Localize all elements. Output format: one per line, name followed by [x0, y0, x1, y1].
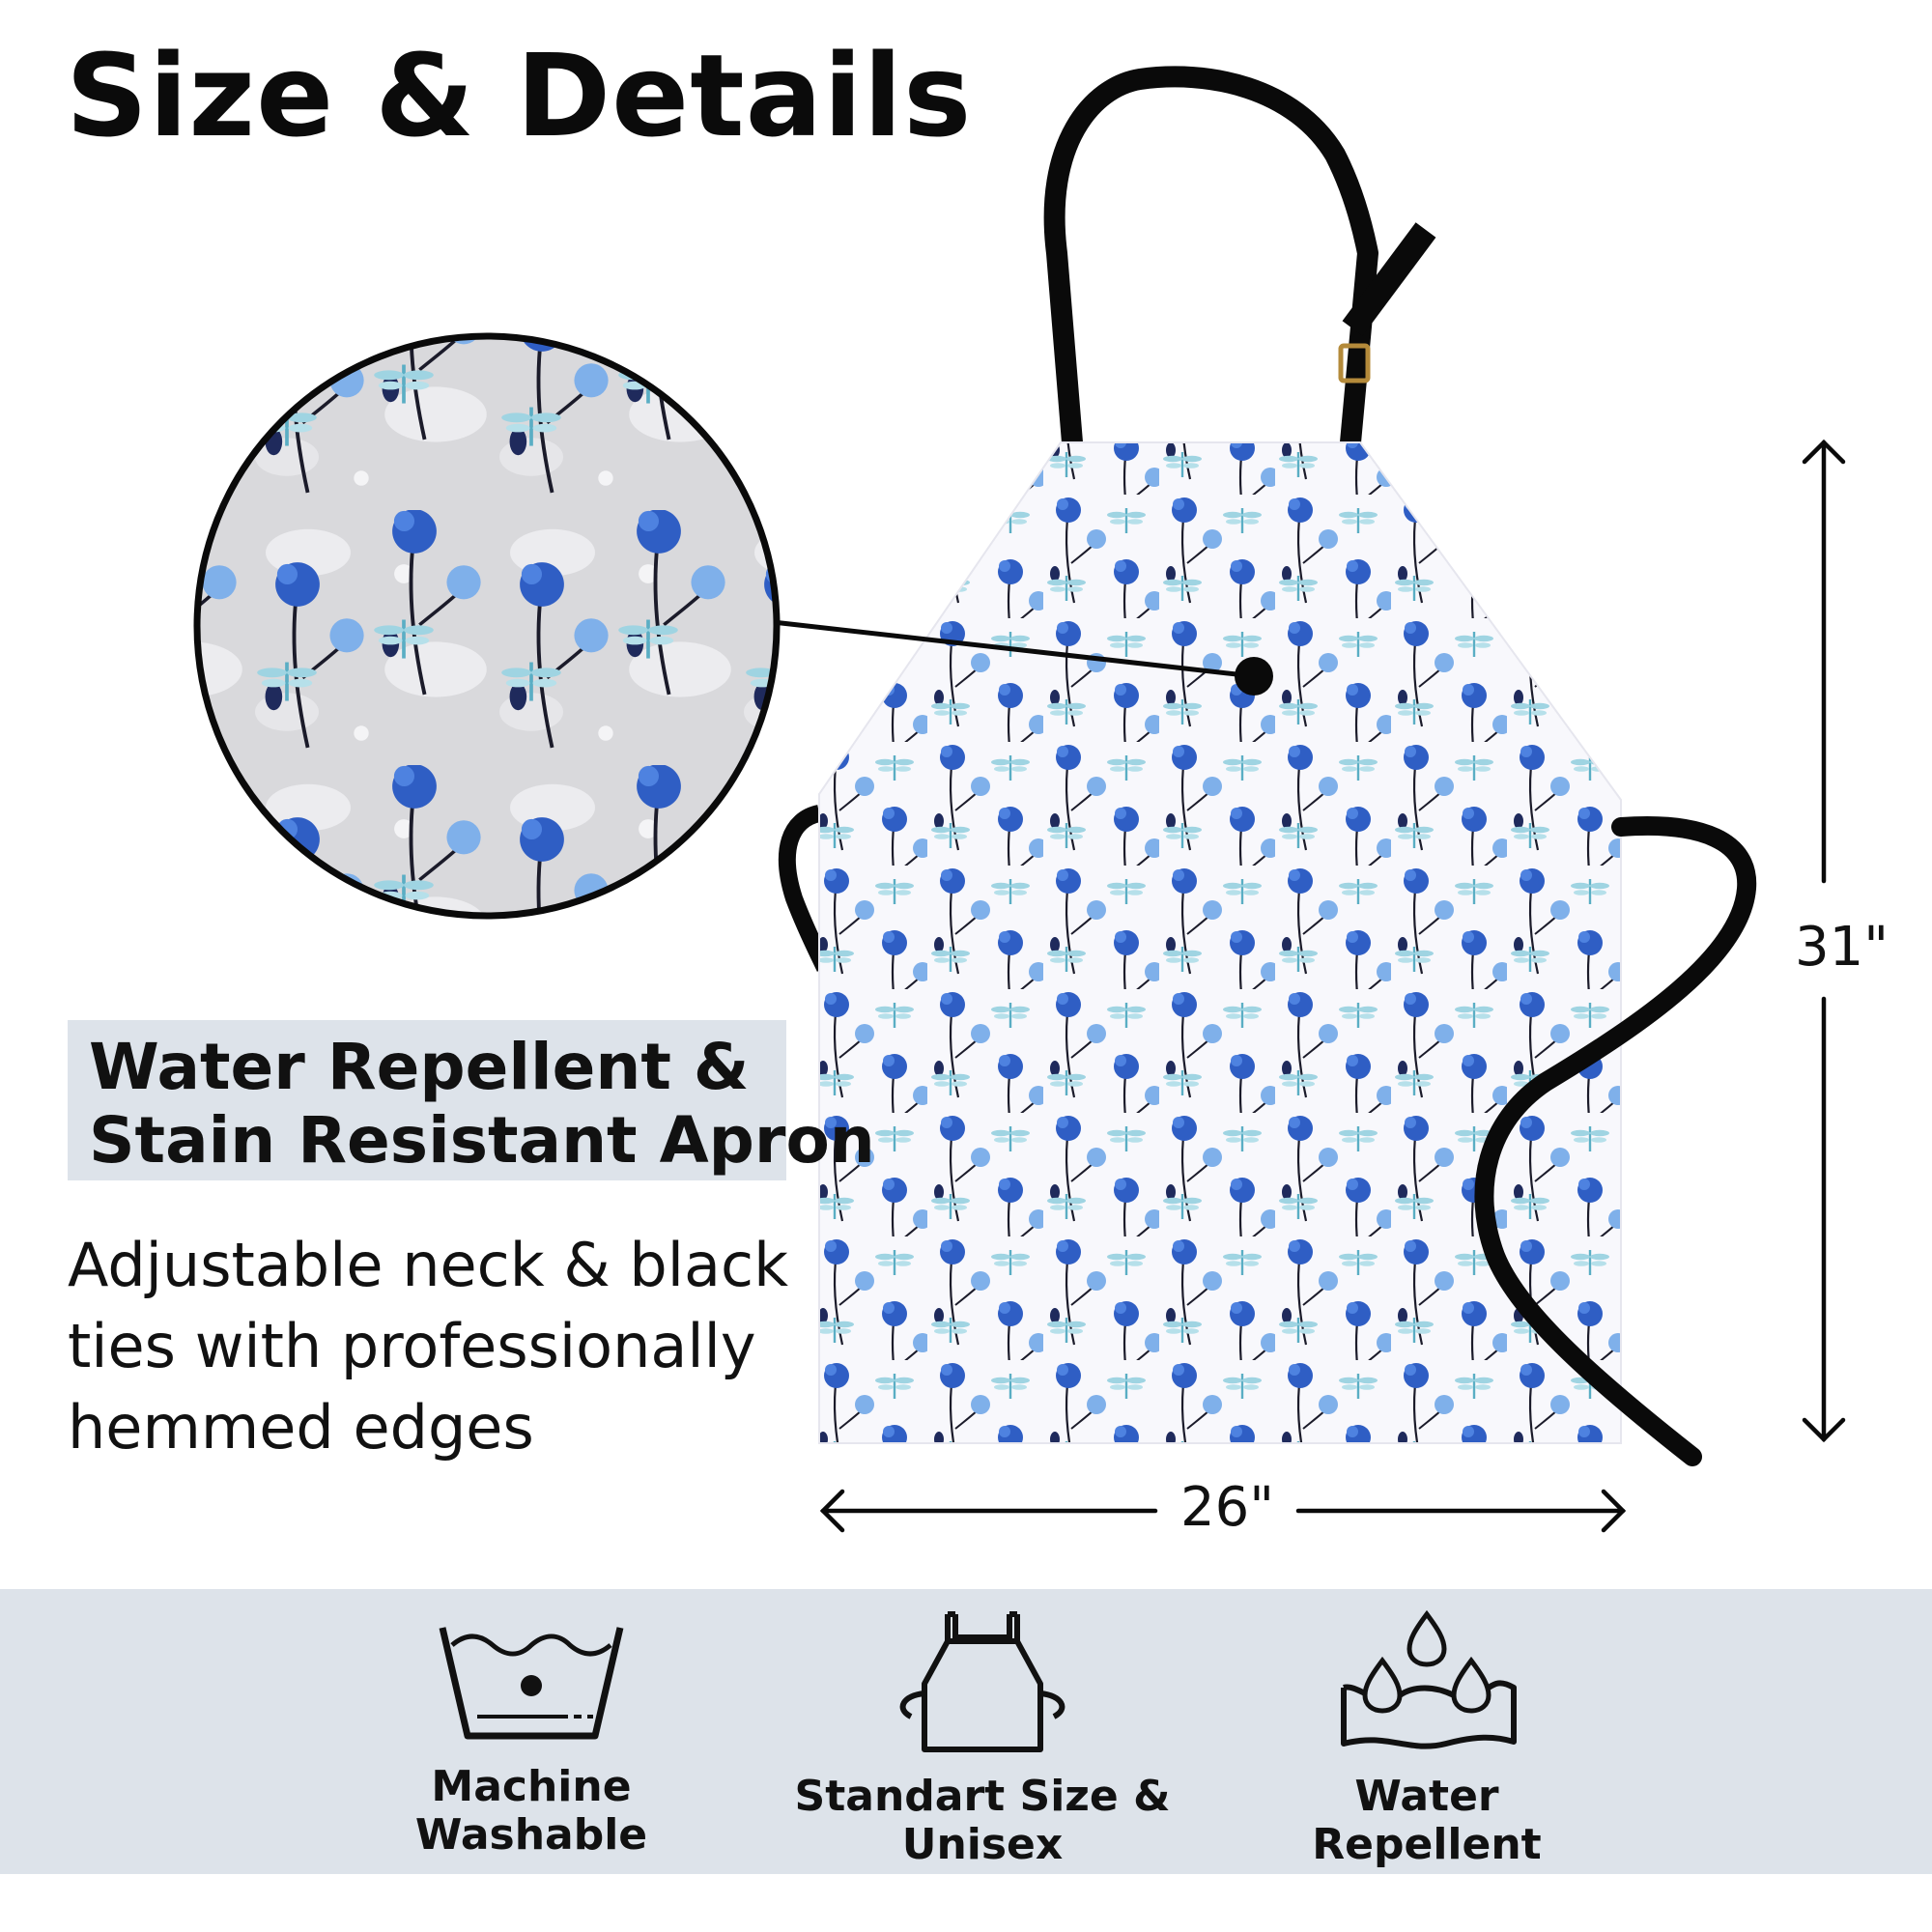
description-line: hemmed edges [68, 1392, 534, 1463]
feature-label: Water [1354, 1772, 1499, 1821]
zoom-pointer-dot [1235, 657, 1273, 696]
page-title: Size & Details [66, 29, 973, 162]
adjustable-strap-end [1342, 222, 1436, 336]
feature-label: Washable [414, 1810, 648, 1860]
description-line: ties with professionally [68, 1311, 756, 1381]
height-label: 31" [1791, 908, 1893, 986]
feature-highlight: Water Repellent & Stain Resistant Apron [68, 1020, 875, 1180]
apron-outline-icon [899, 1611, 1065, 1752]
feature-label: Unisex [901, 1820, 1064, 1869]
zoom-fabric-texture [197, 336, 777, 916]
zoom-pointer-line [772, 619, 1255, 679]
width-label: 26" [1171, 1476, 1285, 1539]
feature-highlight-line: Water Repellent & [89, 1030, 750, 1104]
feature-label: Repellent [1312, 1820, 1542, 1869]
width-dimension-arrow [819, 1489, 1627, 1533]
neck-strap [1043, 66, 1378, 444]
apron-body [818, 441, 1622, 1444]
height-dimension-arrow [1802, 439, 1846, 1443]
feature-standard-size: Standart Size & Unisex [789, 1608, 1176, 1869]
right-waist-tie [1474, 816, 1757, 1466]
left-waist-tie [778, 805, 834, 972]
feature-machine-washable: Machine Washable [338, 1608, 724, 1860]
feature-label: Machine [431, 1762, 632, 1811]
zoom-circle [193, 332, 781, 920]
strap-buckle [1338, 343, 1371, 384]
features-band: Machine Washable Standart Size & Unisex … [0, 1589, 1932, 1874]
description-line: Adjustable neck & black [68, 1230, 788, 1300]
product-description: Adjustable neck & black ties with profes… [68, 1225, 802, 1468]
feature-water-repellent: Water Repellent [1234, 1608, 1620, 1869]
feature-label: Standart Size & [794, 1772, 1171, 1821]
washing-tub-icon [439, 1627, 624, 1740]
feature-highlight-line: Stain Resistant Apron [89, 1103, 875, 1178]
water-drops-icon [1341, 1609, 1517, 1749]
